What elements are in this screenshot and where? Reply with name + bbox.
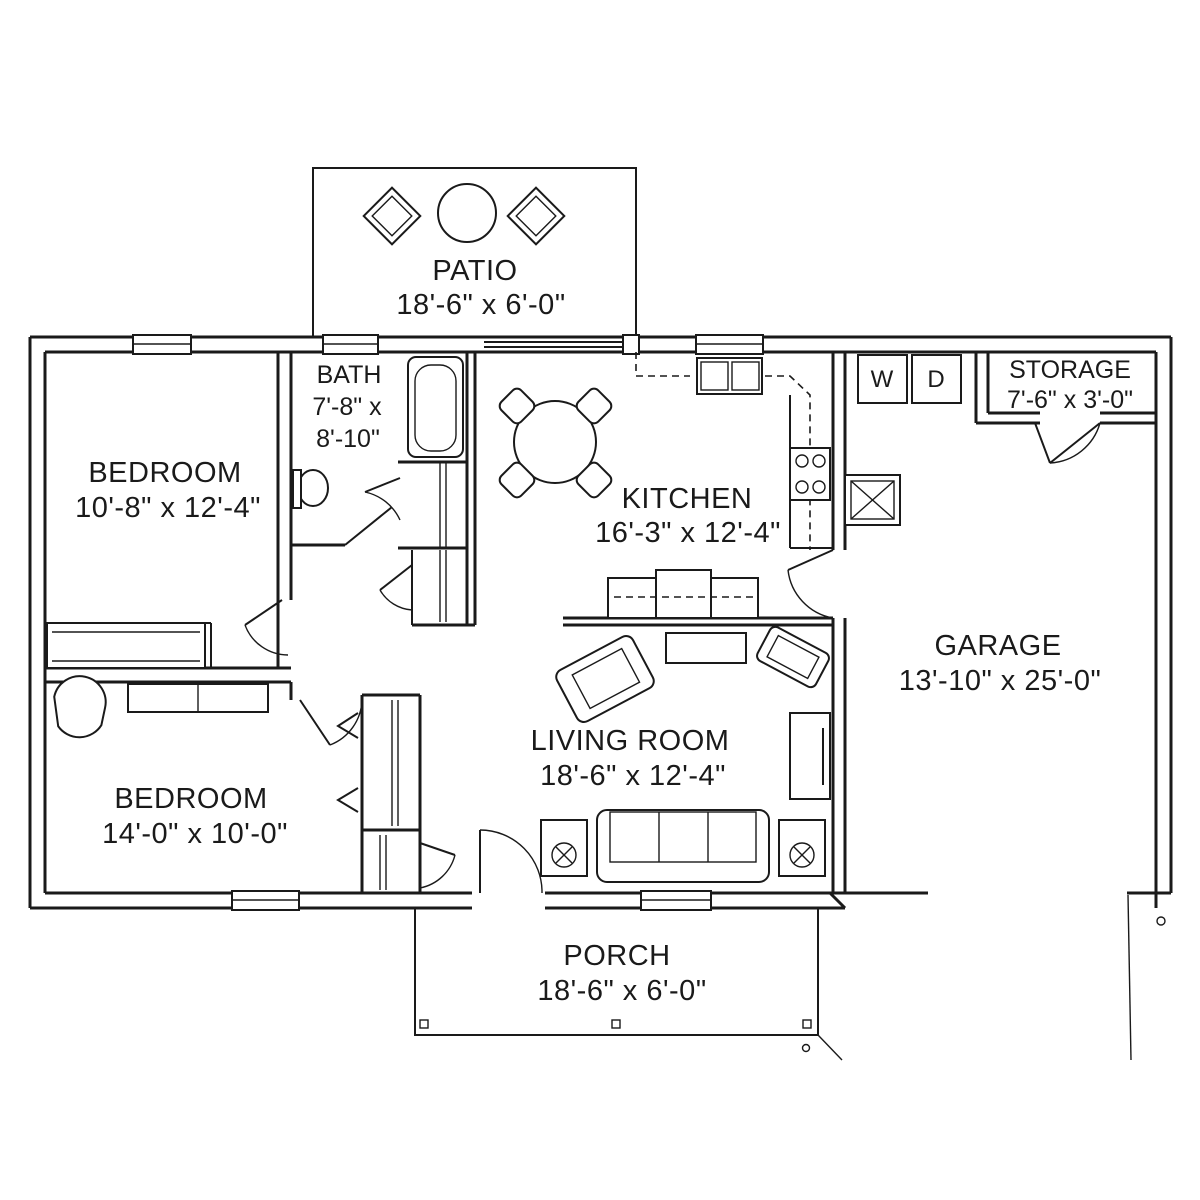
dining-table [513,400,597,484]
patio-table [437,183,497,243]
kitchen-sink [696,357,763,395]
patio-area: PATIO 18'-6" x 6'-0" [312,167,637,337]
end-table-left [540,819,588,877]
dining-chairs [498,387,613,499]
bedroom1: BEDROOM 10'-8" x 12'-4" [75,457,261,524]
bedroom1-label: BEDROOM [88,457,241,489]
doors [244,422,1101,894]
kitchen-fixtures: KITCHEN 16'-3" x 12'-4" [498,352,833,619]
windows [132,334,764,911]
bath-size-line1: 7'-8" x [312,393,382,421]
bedroom2-size: 14'-0" x 10'-0" [102,818,288,850]
tv-cabinet [789,712,831,800]
porch-size: 18'-6" x 6'-0" [537,975,706,1007]
garage-label: GARAGE [934,630,1061,662]
bathtub [407,356,464,458]
kitchen-island [607,569,759,619]
dryer [911,354,962,404]
kitchen-label: KITCHEN [622,483,753,515]
exterior-walls [28,335,1173,910]
end-table-right [778,819,826,877]
toilet [297,469,329,507]
storage-size: 7'-6" x 3'-0" [1007,386,1133,414]
porch-area: PORCH 18'-6" x 6'-0" [414,908,843,1061]
storage-label: STORAGE [1009,356,1131,384]
patio-size: 18'-6" x 6'-0" [396,289,565,321]
patio-chair-left [362,186,422,246]
living-room: LIVING ROOM 18'-6" x 12'-4" [531,625,831,883]
washer-label: W [871,366,894,393]
bath-size-line2: 8'-10" [316,425,380,453]
patio-label: PATIO [432,255,517,287]
interior-walls [45,352,1156,893]
armchair [555,635,655,723]
coffee-table [665,632,747,664]
sofa [596,809,770,883]
utility-sink [844,474,901,526]
kitchen-size: 16'-3" x 12'-4" [595,517,781,549]
bedroom2-label: BEDROOM [114,783,267,815]
living-room-label: LIVING ROOM [531,725,730,757]
living-room-size: 18'-6" x 12'-4" [540,760,726,792]
dryer-label: D [927,366,944,393]
patio-chair-right [506,186,566,246]
stove [789,447,831,501]
garage-size: 13'-10" x 25'-0" [899,665,1102,697]
bath: BATH 7'-8" x 8'-10" [312,361,382,453]
bath-label: BATH [317,361,382,389]
desk-chair [53,675,107,739]
garage-fixtures: W D STORAGE 7'-6" x 3'-0" GARAGE 13'-10"… [844,354,1166,1061]
bedroom1-size: 10'-8" x 12'-4" [75,492,261,524]
washer [857,354,908,404]
accent-chair [756,625,830,689]
bedroom2: BEDROOM 14'-0" x 10'-0" [53,675,288,850]
bath-fixtures [292,356,464,509]
porch-label: PORCH [563,940,670,972]
